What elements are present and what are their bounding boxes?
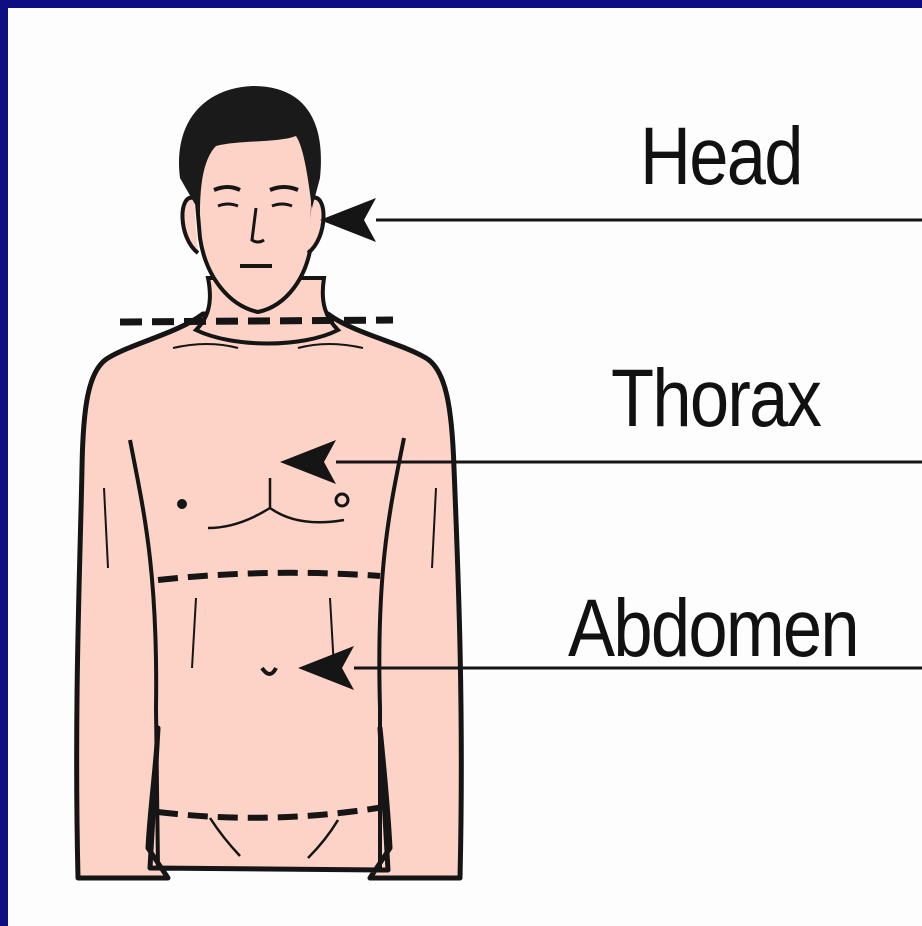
torso-shape <box>77 314 462 878</box>
label-abdomen: Abdomen <box>568 588 858 670</box>
label-head: Head <box>640 116 802 198</box>
left-nipple <box>177 499 187 509</box>
arrow-left-icon <box>320 198 376 242</box>
diagram-frame: Head Thorax Abdomen <box>8 8 922 926</box>
neck-boundary-dashed <box>120 320 393 322</box>
label-thorax: Thorax <box>611 358 820 440</box>
